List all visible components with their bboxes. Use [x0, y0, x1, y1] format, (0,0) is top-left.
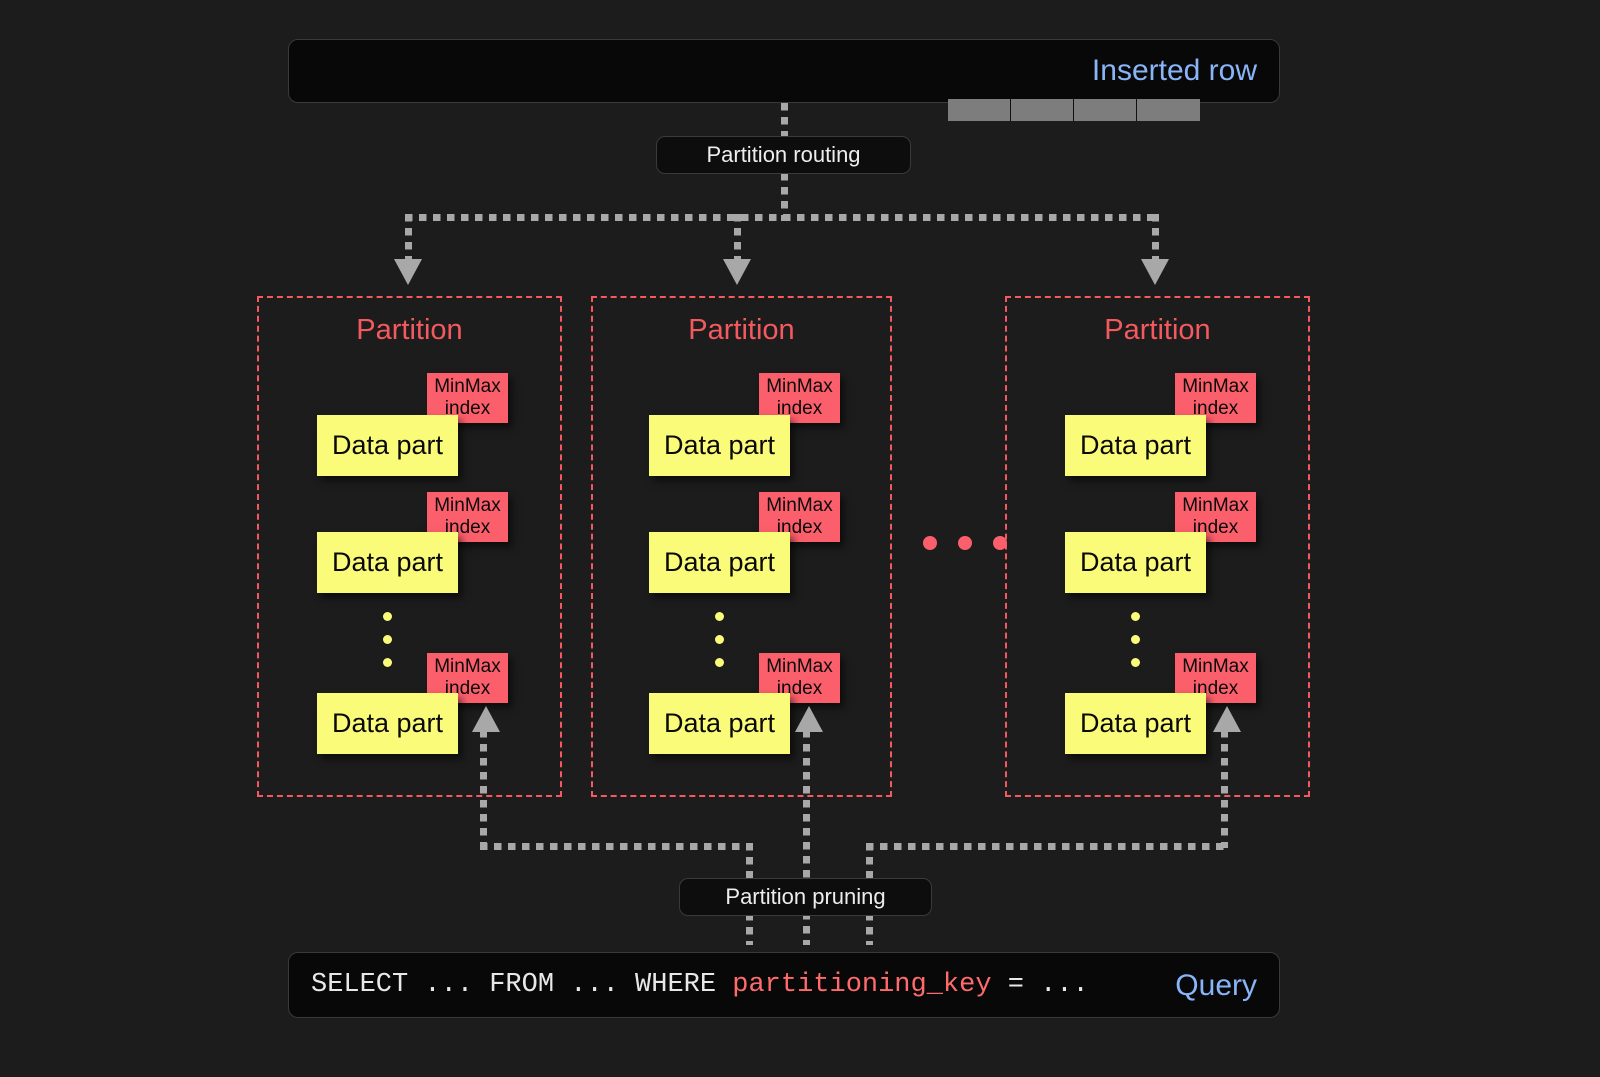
partition-routing-box: Partition routing: [656, 136, 911, 174]
partition-routing-label: Partition routing: [706, 142, 861, 167]
query-bar: SELECT ... FROM ... WHERE partitioning_k…: [288, 952, 1280, 1018]
ellipsis-dot: [923, 536, 937, 550]
query-label: Query: [1175, 969, 1257, 1002]
ellipsis-dot: [1131, 612, 1140, 621]
vertical-ellipsis: [715, 612, 724, 681]
ellipsis-dot: [383, 612, 392, 621]
row-cell: [1074, 99, 1137, 121]
minmax-index-label-line1: MinMax: [434, 495, 501, 516]
connector-bus-to-partition-2: [734, 214, 741, 262]
minmax-index-box: MinMax index: [1175, 373, 1256, 423]
data-part-box: Data part: [317, 415, 458, 476]
query-partitioning-key: partitioning_key: [732, 970, 992, 1000]
data-part-box: Data part: [317, 532, 458, 593]
data-part-box: Data part: [1065, 532, 1206, 593]
minmax-index-label-line1: MinMax: [1182, 376, 1249, 397]
partition-title: Partition: [688, 314, 795, 346]
connector-partition-1-to-pruning: [480, 730, 487, 848]
arrow-up-partition-1: [472, 706, 500, 732]
minmax-index-label-line1: MinMax: [434, 376, 501, 397]
inserted-row-cells: [948, 99, 1200, 121]
ellipsis-dot: [383, 635, 392, 644]
data-part-box: Data part: [649, 532, 790, 593]
data-part-box: Data part: [649, 693, 790, 754]
ellipsis-dot: [715, 612, 724, 621]
connector-bus-to-partition-3: [1152, 214, 1159, 262]
connector-bus-to-partition-1: [405, 214, 412, 262]
partition-box-3: Partition MinMax index Data part MinMax …: [1005, 296, 1310, 797]
ellipsis-dot: [715, 635, 724, 644]
query-text-prefix: SELECT ... FROM ... WHERE: [311, 970, 733, 1000]
arrow-down-partition-3: [1141, 259, 1169, 285]
data-part-box: Data part: [649, 415, 790, 476]
partition-box-1: Partition MinMax index Data part MinMax …: [257, 296, 562, 797]
row-cell: [1137, 99, 1200, 121]
minmax-index-box: MinMax index: [427, 373, 508, 423]
arrow-up-partition-3: [1213, 706, 1241, 732]
minmax-index-label-line1: MinMax: [766, 376, 833, 397]
minmax-index-label-line1: MinMax: [766, 656, 833, 677]
horizontal-ellipsis: [923, 536, 1007, 550]
ellipsis-dot: [993, 536, 1007, 550]
arrow-up-partition-2: [795, 706, 823, 732]
minmax-index-label-line1: MinMax: [766, 495, 833, 516]
query-text: SELECT ... FROM ... WHERE partitioning_k…: [311, 969, 1089, 1001]
minmax-index-box: MinMax index: [759, 373, 840, 423]
partition-pruning-box: Partition pruning: [679, 878, 932, 916]
inserted-row-label: Inserted row: [1091, 54, 1257, 87]
minmax-index-label-line2: index: [444, 398, 491, 419]
partition-title: Partition: [356, 314, 463, 346]
ellipsis-dot: [383, 658, 392, 667]
minmax-index-label-line2: index: [1192, 398, 1239, 419]
connector-pruning-bus-left: [480, 843, 746, 850]
row-cell: [948, 99, 1011, 121]
vertical-ellipsis: [1131, 612, 1140, 681]
inserted-row-bar: Inserted row: [288, 39, 1280, 121]
partition-title: Partition: [1104, 314, 1211, 346]
data-part-box: Data part: [1065, 693, 1206, 754]
partition-pruning-label: Partition pruning: [725, 884, 886, 909]
connector-pruning-bus-right: [866, 843, 1228, 850]
ellipsis-dot: [1131, 635, 1140, 644]
row-cell: [1011, 99, 1074, 121]
partition-box-2: Partition MinMax index Data part MinMax …: [591, 296, 892, 797]
arrow-down-partition-2: [723, 259, 751, 285]
data-part-box: Data part: [1065, 415, 1206, 476]
connector-partition-2-to-pruning: [803, 730, 810, 945]
connector-partition-3-to-pruning: [1221, 730, 1228, 848]
arrow-down-partition-1: [394, 259, 422, 285]
ellipsis-dot: [715, 658, 724, 667]
minmax-index-label-line1: MinMax: [1182, 656, 1249, 677]
ellipsis-dot: [958, 536, 972, 550]
minmax-index-label-line1: MinMax: [1182, 495, 1249, 516]
data-part-box: Data part: [317, 693, 458, 754]
minmax-index-label-line1: MinMax: [434, 656, 501, 677]
vertical-ellipsis: [383, 612, 392, 681]
minmax-index-label-line2: index: [776, 398, 823, 419]
ellipsis-dot: [1131, 658, 1140, 667]
connector-routing-bus: [405, 214, 1157, 221]
query-text-suffix: = ...: [991, 970, 1089, 1000]
